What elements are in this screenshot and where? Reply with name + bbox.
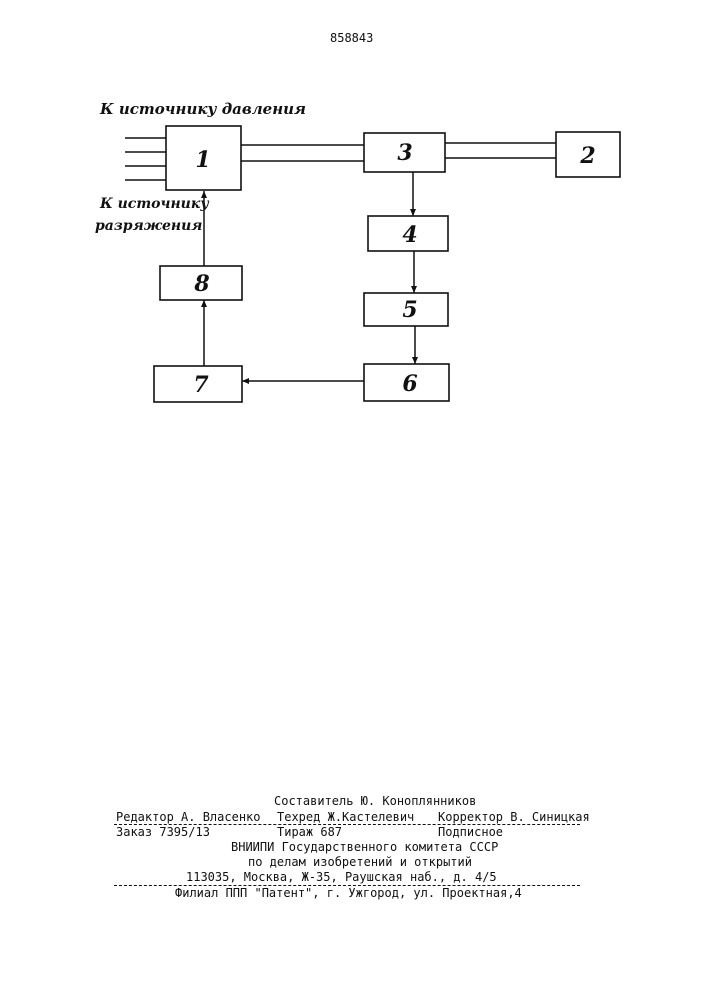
block-2-label: 2 (579, 143, 595, 169)
connector-1-3 (241, 145, 364, 161)
block-3-label: 3 (397, 140, 412, 166)
imprint-subscription: Подписное (438, 825, 503, 839)
block-7-label: 7 (193, 372, 209, 398)
imprint-order: Заказ 7395/13 (116, 825, 210, 839)
imprint-run: Тираж 687 (277, 825, 342, 839)
block-4-label: 4 (402, 222, 417, 248)
pressure-source-label: К источнику давления (99, 100, 306, 118)
imprint-branch: Филиал ППП "Патент", г. Ужгород, ул. Про… (175, 886, 522, 900)
pressure-source-lines (125, 138, 166, 180)
imprint-address: 113035, Москва, Ж-35, Раушская наб., д. … (186, 870, 497, 884)
imprint-committee: по делам изобретений и открытий (248, 855, 472, 869)
imprint-corrector: Корректор В. Синицкая (438, 810, 590, 824)
block-diagram: 1 2 3 4 5 6 7 8 К источнику давления К и… (0, 0, 707, 420)
vacuum-source-label-line2: разряжения (95, 218, 202, 234)
imprint-editor: Редактор А. Власенко (116, 810, 261, 824)
block-5-label: 5 (402, 297, 417, 323)
vacuum-source-label-line1: К источнику (99, 196, 209, 212)
connector-3-2 (445, 143, 556, 158)
imprint-techred: Техред Ж.Кастелевич (277, 810, 414, 824)
block-8-label: 8 (193, 271, 209, 297)
block-1-label: 1 (195, 147, 210, 173)
imprint-institute: ВНИИПИ Государственного комитета СССР (231, 840, 498, 854)
block-6-label: 6 (402, 371, 417, 397)
imprint-compiler: Составитель Ю. Коноплянников (274, 794, 476, 808)
